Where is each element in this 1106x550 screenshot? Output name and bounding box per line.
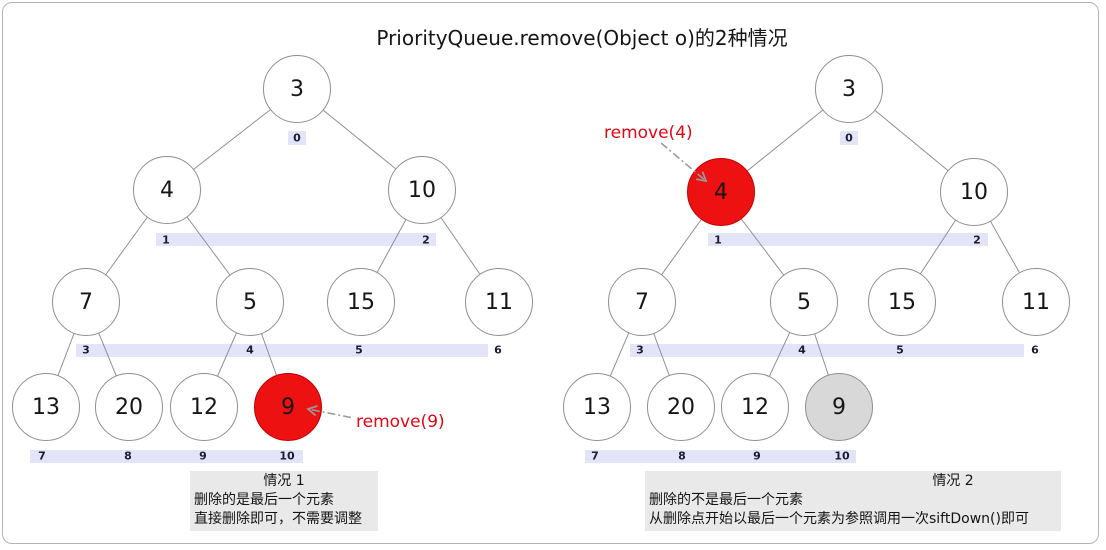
right-node-7: 13 — [563, 373, 631, 441]
right-index-bar-level0 — [840, 131, 858, 145]
left-node-2: 10 — [388, 156, 456, 224]
right-index-8: 8 — [678, 449, 686, 463]
right-node-10-last: 9 — [805, 373, 873, 441]
case-1-caption: 情况 1 删除的是最后一个元素 直接删除即可，不需要调整 — [190, 471, 378, 531]
case-2-line2: 从删除点开始以最后一个元素为参照调用一次siftDown()即可 — [649, 511, 1029, 527]
diagram-title: PriorityQueue.remove(Object o)的2种情况 — [376, 26, 788, 50]
right-index-10: 10 — [834, 449, 850, 463]
right-index-2: 2 — [973, 233, 981, 247]
left-index-5: 5 — [355, 343, 363, 357]
left-node-5: 15 — [327, 268, 395, 336]
right-index-3: 3 — [636, 343, 644, 357]
left-index-7: 7 — [38, 449, 46, 463]
right-index-9: 9 — [753, 449, 761, 463]
left-node-9: 12 — [170, 373, 238, 441]
left-node-1: 4 — [133, 156, 201, 224]
right-index-bar-level2 — [630, 344, 1024, 357]
right-node-1-removed: 4 — [687, 158, 755, 226]
left-node-0: 3 — [263, 55, 331, 123]
case-2-title: 情况 2 — [932, 473, 974, 489]
remove-9-label: remove(9) — [356, 412, 445, 432]
right-node-2: 10 — [940, 158, 1008, 226]
right-index-bar-level3 — [585, 450, 856, 463]
case-2-caption: 情况 2 删除的不是最后一个元素 从删除点开始以最后一个元素为参照调用一次sif… — [645, 471, 1061, 531]
left-node-3: 7 — [52, 268, 120, 336]
right-node-3: 7 — [608, 268, 676, 336]
left-index-6: 6 — [494, 343, 502, 357]
left-index-0: 0 — [293, 131, 301, 145]
left-node-6: 11 — [465, 268, 533, 336]
left-node-7: 13 — [12, 373, 80, 441]
left-index-3: 3 — [82, 343, 90, 357]
right-index-6: 6 — [1031, 343, 1039, 357]
remove-9-arrow — [306, 405, 352, 419]
remove-4-arrow — [660, 142, 708, 183]
right-node-9: 12 — [721, 373, 789, 441]
right-node-6: 11 — [1002, 268, 1070, 336]
right-node-0: 3 — [815, 55, 883, 123]
right-index-7: 7 — [591, 449, 599, 463]
left-index-bar-level0 — [288, 131, 306, 145]
remove-4-label: remove(4) — [604, 123, 693, 143]
case-1-line2: 直接删除即可，不需要调整 — [194, 511, 362, 527]
right-index-1: 1 — [714, 233, 722, 247]
right-index-bar-level1 — [708, 233, 988, 246]
left-index-8: 8 — [124, 449, 132, 463]
left-node-8: 20 — [95, 373, 163, 441]
left-index-10: 10 — [279, 449, 295, 463]
case-1-title: 情况 1 — [263, 473, 305, 489]
left-index-bar-level2 — [76, 344, 488, 357]
right-index-5: 5 — [896, 343, 904, 357]
left-index-4: 4 — [246, 343, 254, 357]
left-index-1: 1 — [162, 233, 170, 247]
left-node-4: 5 — [216, 268, 284, 336]
left-index-bar-level1 — [156, 233, 436, 246]
case-2-line1: 删除的不是最后一个元素 — [649, 492, 803, 508]
right-index-4: 4 — [798, 343, 806, 357]
case-1-line1: 删除的是最后一个元素 — [194, 492, 334, 508]
left-index-9: 9 — [199, 449, 207, 463]
left-index-2: 2 — [422, 233, 430, 247]
right-node-8: 20 — [647, 373, 715, 441]
right-node-4: 5 — [770, 268, 838, 336]
right-node-5: 15 — [868, 268, 936, 336]
right-index-0: 0 — [845, 131, 853, 145]
left-index-bar-level3 — [30, 450, 303, 463]
